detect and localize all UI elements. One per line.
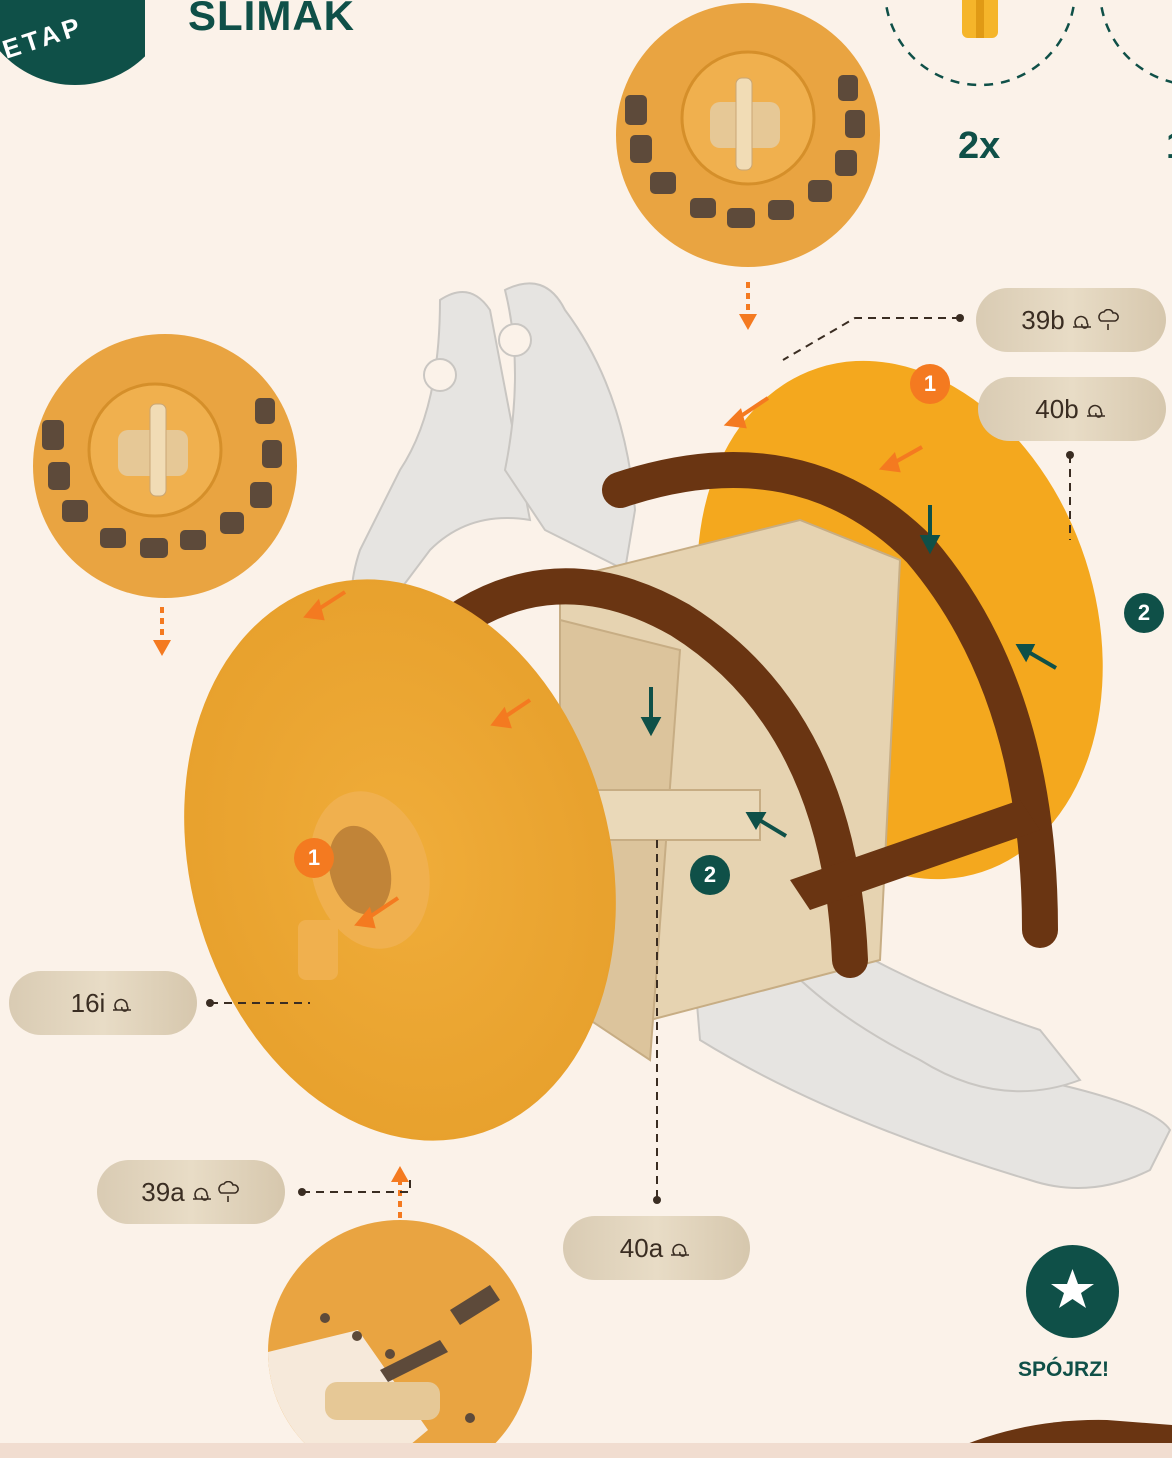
- spojrz-button[interactable]: [1026, 1245, 1119, 1338]
- detail-circle-left: [33, 334, 297, 598]
- snail-icon: [109, 992, 135, 1014]
- step-2-badge-back: 2: [1124, 593, 1164, 633]
- tree-icon: [215, 1181, 241, 1203]
- step-1-badge-back: 1: [910, 364, 950, 404]
- tree-icon: [1095, 309, 1121, 331]
- step-2-badge-front: 2: [690, 855, 730, 895]
- part-tag-40b: 40b: [978, 377, 1166, 441]
- detail-circle-bottom: [268, 1220, 532, 1458]
- snail-icon: [1083, 398, 1109, 420]
- part-tag-40a: 40a: [563, 1216, 750, 1280]
- part-label: 16i: [71, 988, 106, 1019]
- snail-icon: [189, 1181, 215, 1203]
- step-1-badge-front: 1: [294, 838, 334, 878]
- bottom-bar: [0, 1443, 1172, 1458]
- part-label: 40a: [620, 1233, 663, 1264]
- part-tag-16i: 16i: [9, 971, 197, 1035]
- part-tag-39b: 39b: [976, 288, 1166, 352]
- part-tag-39a: 39a: [97, 1160, 285, 1224]
- spojrz-label: SPÓJRZ!: [1018, 1358, 1109, 1382]
- snail-icon: [1069, 309, 1095, 331]
- snail-icon: [667, 1237, 693, 1259]
- detail-circle-top: [616, 3, 880, 267]
- part-label: 40b: [1035, 394, 1078, 425]
- star-icon: [1026, 1245, 1119, 1338]
- part-label: 39b: [1021, 305, 1064, 336]
- part-label: 39a: [141, 1177, 184, 1208]
